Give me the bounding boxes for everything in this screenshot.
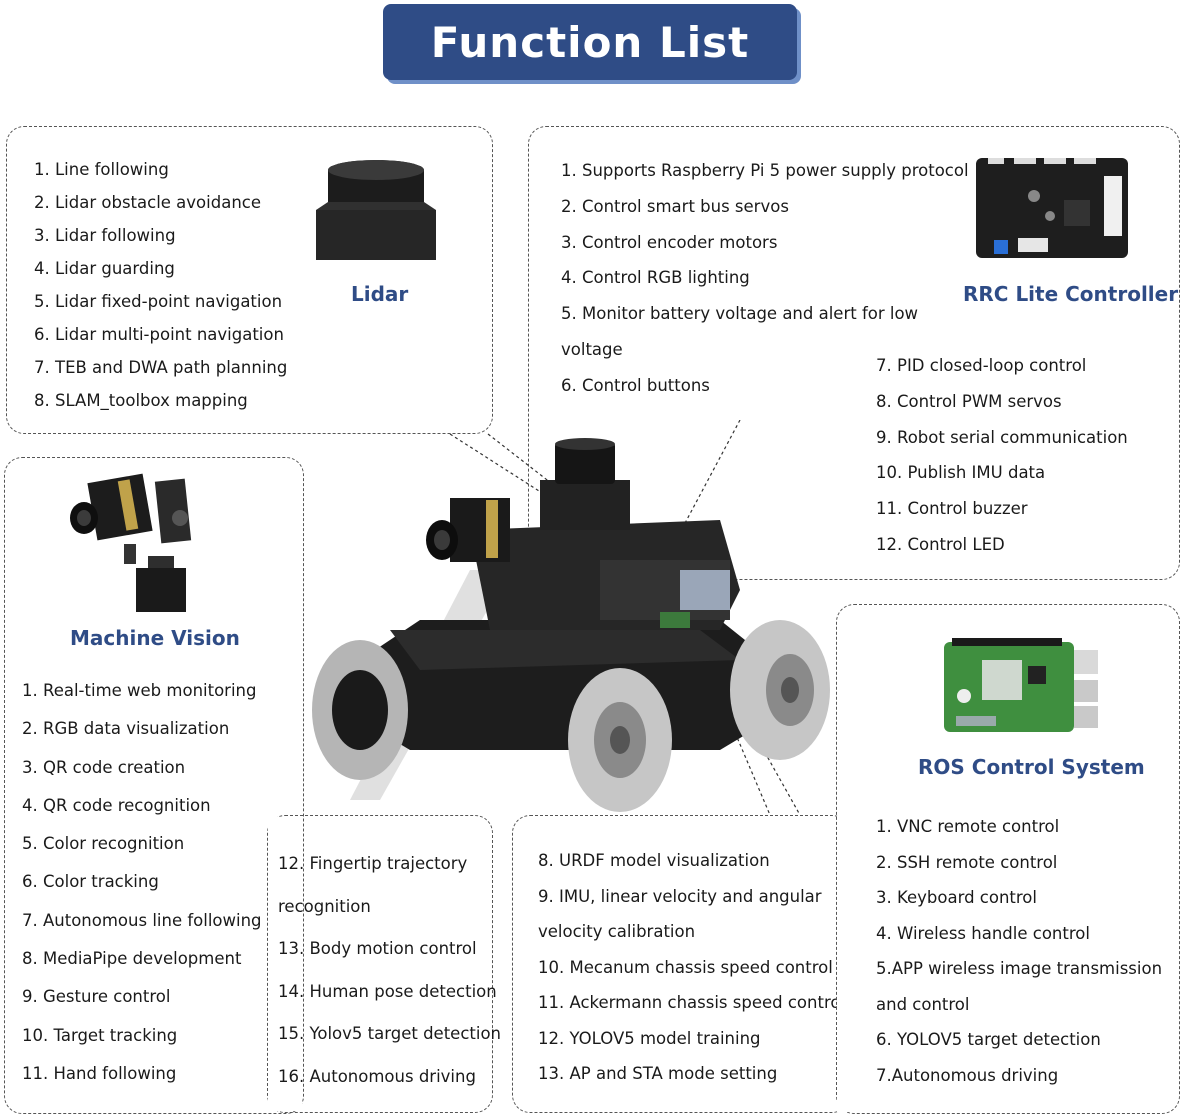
list-item: 13. Body motion control <box>278 939 477 958</box>
ros-function-list: 1. VNC remote control 2. SSH remote cont… <box>876 809 1162 1093</box>
list-item: 5. Color recognition <box>22 834 185 854</box>
rrc-label: RRC Lite Controller <box>963 282 1179 306</box>
list-item: 12. Control LED <box>876 534 1005 554</box>
list-item: 2. Lidar obstacle avoidance <box>34 193 261 212</box>
list-item: 2. Control smart bus servos <box>561 196 789 216</box>
list-item: 3. QR code creation <box>22 757 186 777</box>
list-item: 6. YOLOV5 target detection <box>876 1030 1101 1049</box>
list-item: 1. VNC remote control <box>876 817 1060 836</box>
rrc-function-list-left: 1. Supports Raspberry Pi 5 power supply … <box>561 153 969 404</box>
lidar-label: Lidar <box>351 282 409 306</box>
list-item: 5. Lidar fixed-point navigation <box>34 292 283 311</box>
lidar-image <box>316 160 436 260</box>
list-item: 1. Line following <box>34 160 169 179</box>
list-item: 8. URDF model visualization <box>538 851 770 870</box>
vision-label: Machine Vision <box>70 626 240 650</box>
list-item: 9. IMU, linear velocity and angular <box>538 886 822 906</box>
list-item: 10. Publish IMU data <box>876 463 1046 483</box>
list-item: 8. MediaPipe development <box>22 949 242 969</box>
robot-car-image <box>312 420 830 816</box>
list-item: 16. Autonomous driving <box>278 1066 476 1086</box>
ros-panel <box>836 604 1180 1114</box>
list-item: 8. SLAM_toolbox mapping <box>34 391 248 410</box>
camera-image <box>70 473 192 612</box>
list-item: 11. Hand following <box>22 1063 177 1083</box>
list-item: 4. Lidar guarding <box>34 259 175 278</box>
list-item: 10. Mecanum chassis speed control <box>538 957 833 977</box>
list-item: 8. Control PWM servos <box>876 391 1062 411</box>
list-item: and control <box>876 994 970 1014</box>
title-banner: Function List <box>383 4 797 80</box>
list-item: 4. Wireless handle control <box>876 923 1090 943</box>
rrc-function-list-right: 7. PID closed-loop control 8. Control PW… <box>876 348 1128 563</box>
list-item: recognition <box>278 896 371 916</box>
list-item: 4. QR code recognition <box>22 795 211 815</box>
list-item: 2. RGB data visualization <box>22 719 230 739</box>
rrc-panel <box>528 126 1180 580</box>
list-item: 14. Human pose detection <box>278 981 497 1001</box>
list-item: 2. SSH remote control <box>876 852 1058 872</box>
list-item: 9. Gesture control <box>22 987 171 1007</box>
lidar-function-list: 1. Line following 2. Lidar obstacle avoi… <box>34 153 287 417</box>
vision-function-list-left: 1. Real-time web monitoring 2. RGB data … <box>22 672 262 1093</box>
list-item: 5. Monitor battery voltage and alert for… <box>561 304 919 324</box>
list-item: 10. Target tracking <box>22 1025 178 1045</box>
vision-panel-extension <box>267 815 493 1113</box>
list-item: 12. YOLOV5 model training <box>538 1028 761 1048</box>
ros-label: ROS Control System <box>918 755 1145 779</box>
ros-panel-mask <box>837 816 851 1112</box>
list-item: 3. Lidar following <box>34 226 176 245</box>
vision-function-list-right: 12. Fingertip trajectory recognition 13.… <box>278 843 501 1098</box>
lidar-panel <box>6 126 493 434</box>
list-item: 6. Control buttons <box>561 375 710 395</box>
list-item: 3. Control encoder motors <box>561 232 778 252</box>
controller-board-image <box>976 158 1128 258</box>
list-item: 6. Lidar multi-point navigation <box>34 325 284 344</box>
vision-panel-mask <box>268 817 302 1111</box>
list-item: 1. Real-time web monitoring <box>22 681 257 700</box>
list-item: 11. Control buzzer <box>876 499 1028 519</box>
raspberry-pi-image <box>944 638 1098 732</box>
list-item: 11. Ackermann chassis speed control <box>538 993 846 1012</box>
list-item: 12. Fingertip trajectory <box>278 854 468 873</box>
list-item: 7. PID closed-loop control <box>876 356 1087 375</box>
middle-function-list: 8. URDF model visualization 9. IMU, line… <box>538 843 845 1092</box>
list-item: 4. Control RGB lighting <box>561 268 750 288</box>
list-item: 6. Color tracking <box>22 872 159 892</box>
list-item: 9. Robot serial communication <box>876 427 1128 447</box>
page-title: Function List <box>430 17 750 67</box>
vision-panel <box>4 457 304 1114</box>
list-item: 5.APP wireless image transmission <box>876 959 1163 978</box>
list-item: velocity calibration <box>538 922 696 941</box>
list-item: 7. Autonomous line following <box>22 910 262 930</box>
list-item: voltage <box>561 339 623 359</box>
list-item: 15. Yolov5 target detection <box>278 1024 501 1043</box>
list-item: 7.Autonomous driving <box>876 1065 1059 1085</box>
list-item: 3. Keyboard control <box>876 888 1037 907</box>
list-item: 1. Supports Raspberry Pi 5 power supply … <box>561 161 969 180</box>
list-item: 13. AP and STA mode setting <box>538 1064 778 1083</box>
list-item: 7. TEB and DWA path planning <box>34 358 288 377</box>
